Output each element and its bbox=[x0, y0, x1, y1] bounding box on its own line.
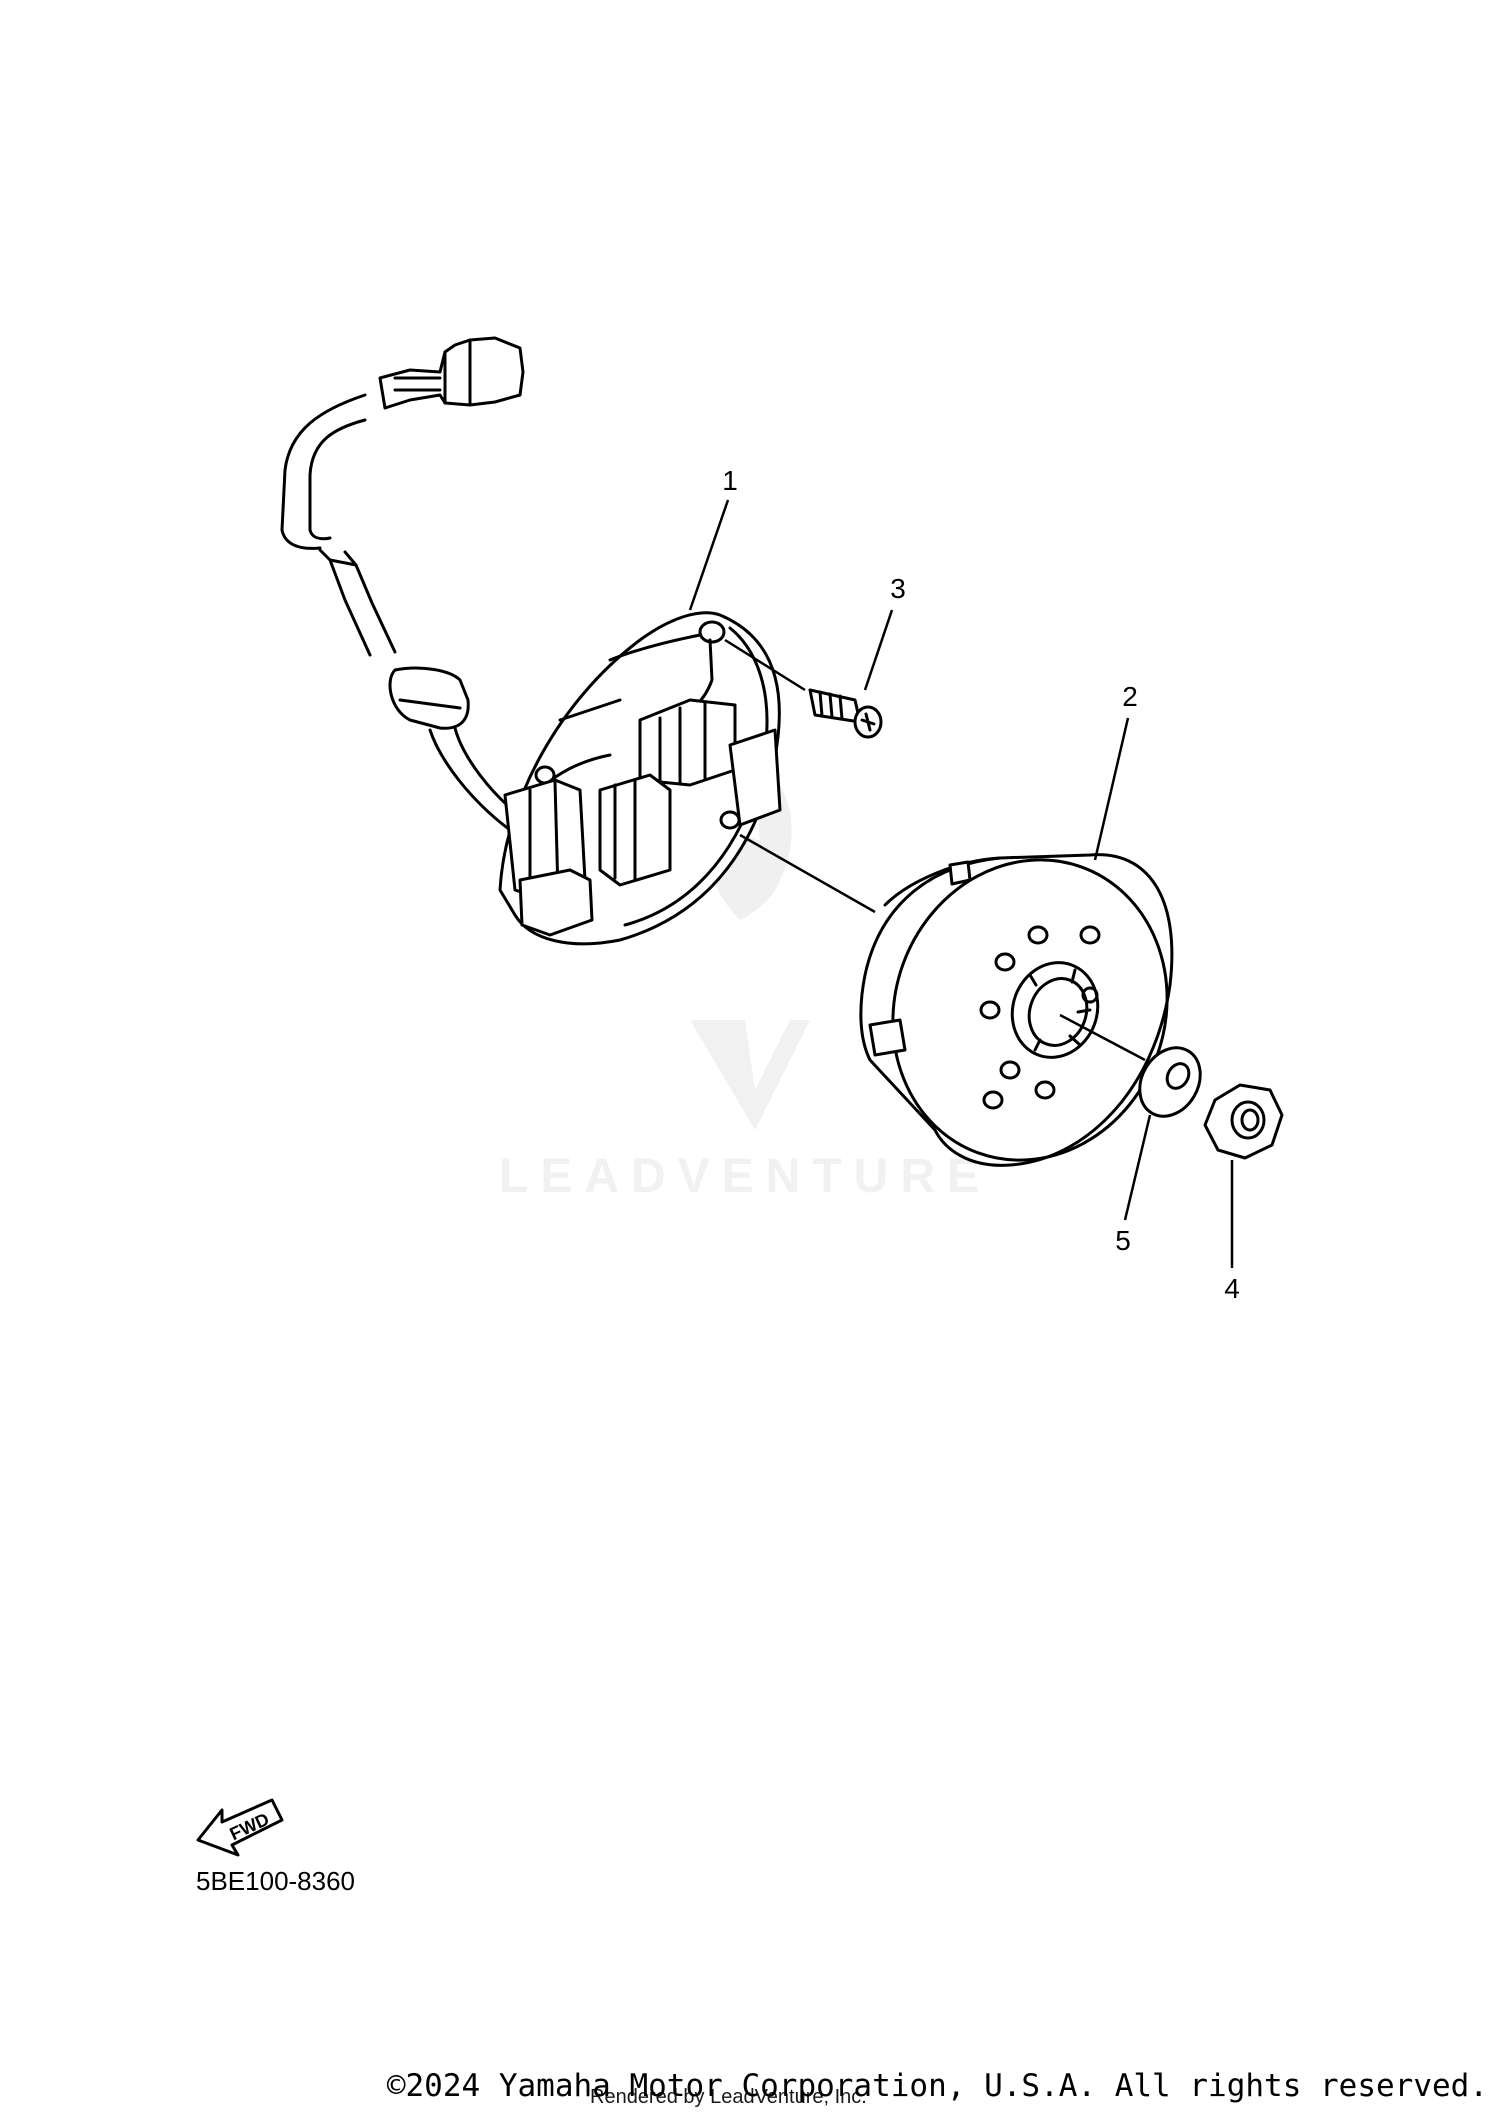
callout-5[interactable]: 5 bbox=[1115, 1225, 1131, 1256]
connector-plug bbox=[378, 336, 525, 410]
watermark-text: LEADVENTURE bbox=[499, 1150, 991, 1203]
rendered-by-text: Rendered by LeadVenture, Inc. bbox=[590, 2086, 867, 2108]
watermark-logo: LEADVENTURE bbox=[499, 760, 991, 1203]
callout-4[interactable]: 4 bbox=[1224, 1273, 1240, 1304]
fwd-arrow-icon: FWD bbox=[196, 1798, 284, 1857]
callout-1[interactable]: 1 bbox=[722, 465, 738, 496]
wire-grommet bbox=[388, 666, 470, 730]
callout-leader-1 bbox=[688, 499, 730, 611]
flywheel-rotor bbox=[859, 853, 1174, 1167]
stator-coil bbox=[503, 698, 782, 937]
stator-assembly bbox=[280, 336, 876, 946]
callout-3[interactable]: 3 bbox=[890, 573, 906, 604]
washer bbox=[1138, 1046, 1202, 1118]
callout-leader-5 bbox=[1123, 1114, 1152, 1221]
callout-2[interactable]: 2 bbox=[1122, 681, 1138, 712]
callout-leader-3 bbox=[863, 609, 894, 691]
screw bbox=[724, 638, 883, 739]
callout-leader-2 bbox=[1093, 717, 1130, 861]
copyright-text: ©2024 Yamaha Motor Corporation, U.S.A. A… bbox=[386, 2068, 1488, 2104]
nut bbox=[1203, 1083, 1284, 1160]
diagram-code: 5BE100-8360 bbox=[196, 1866, 355, 1896]
